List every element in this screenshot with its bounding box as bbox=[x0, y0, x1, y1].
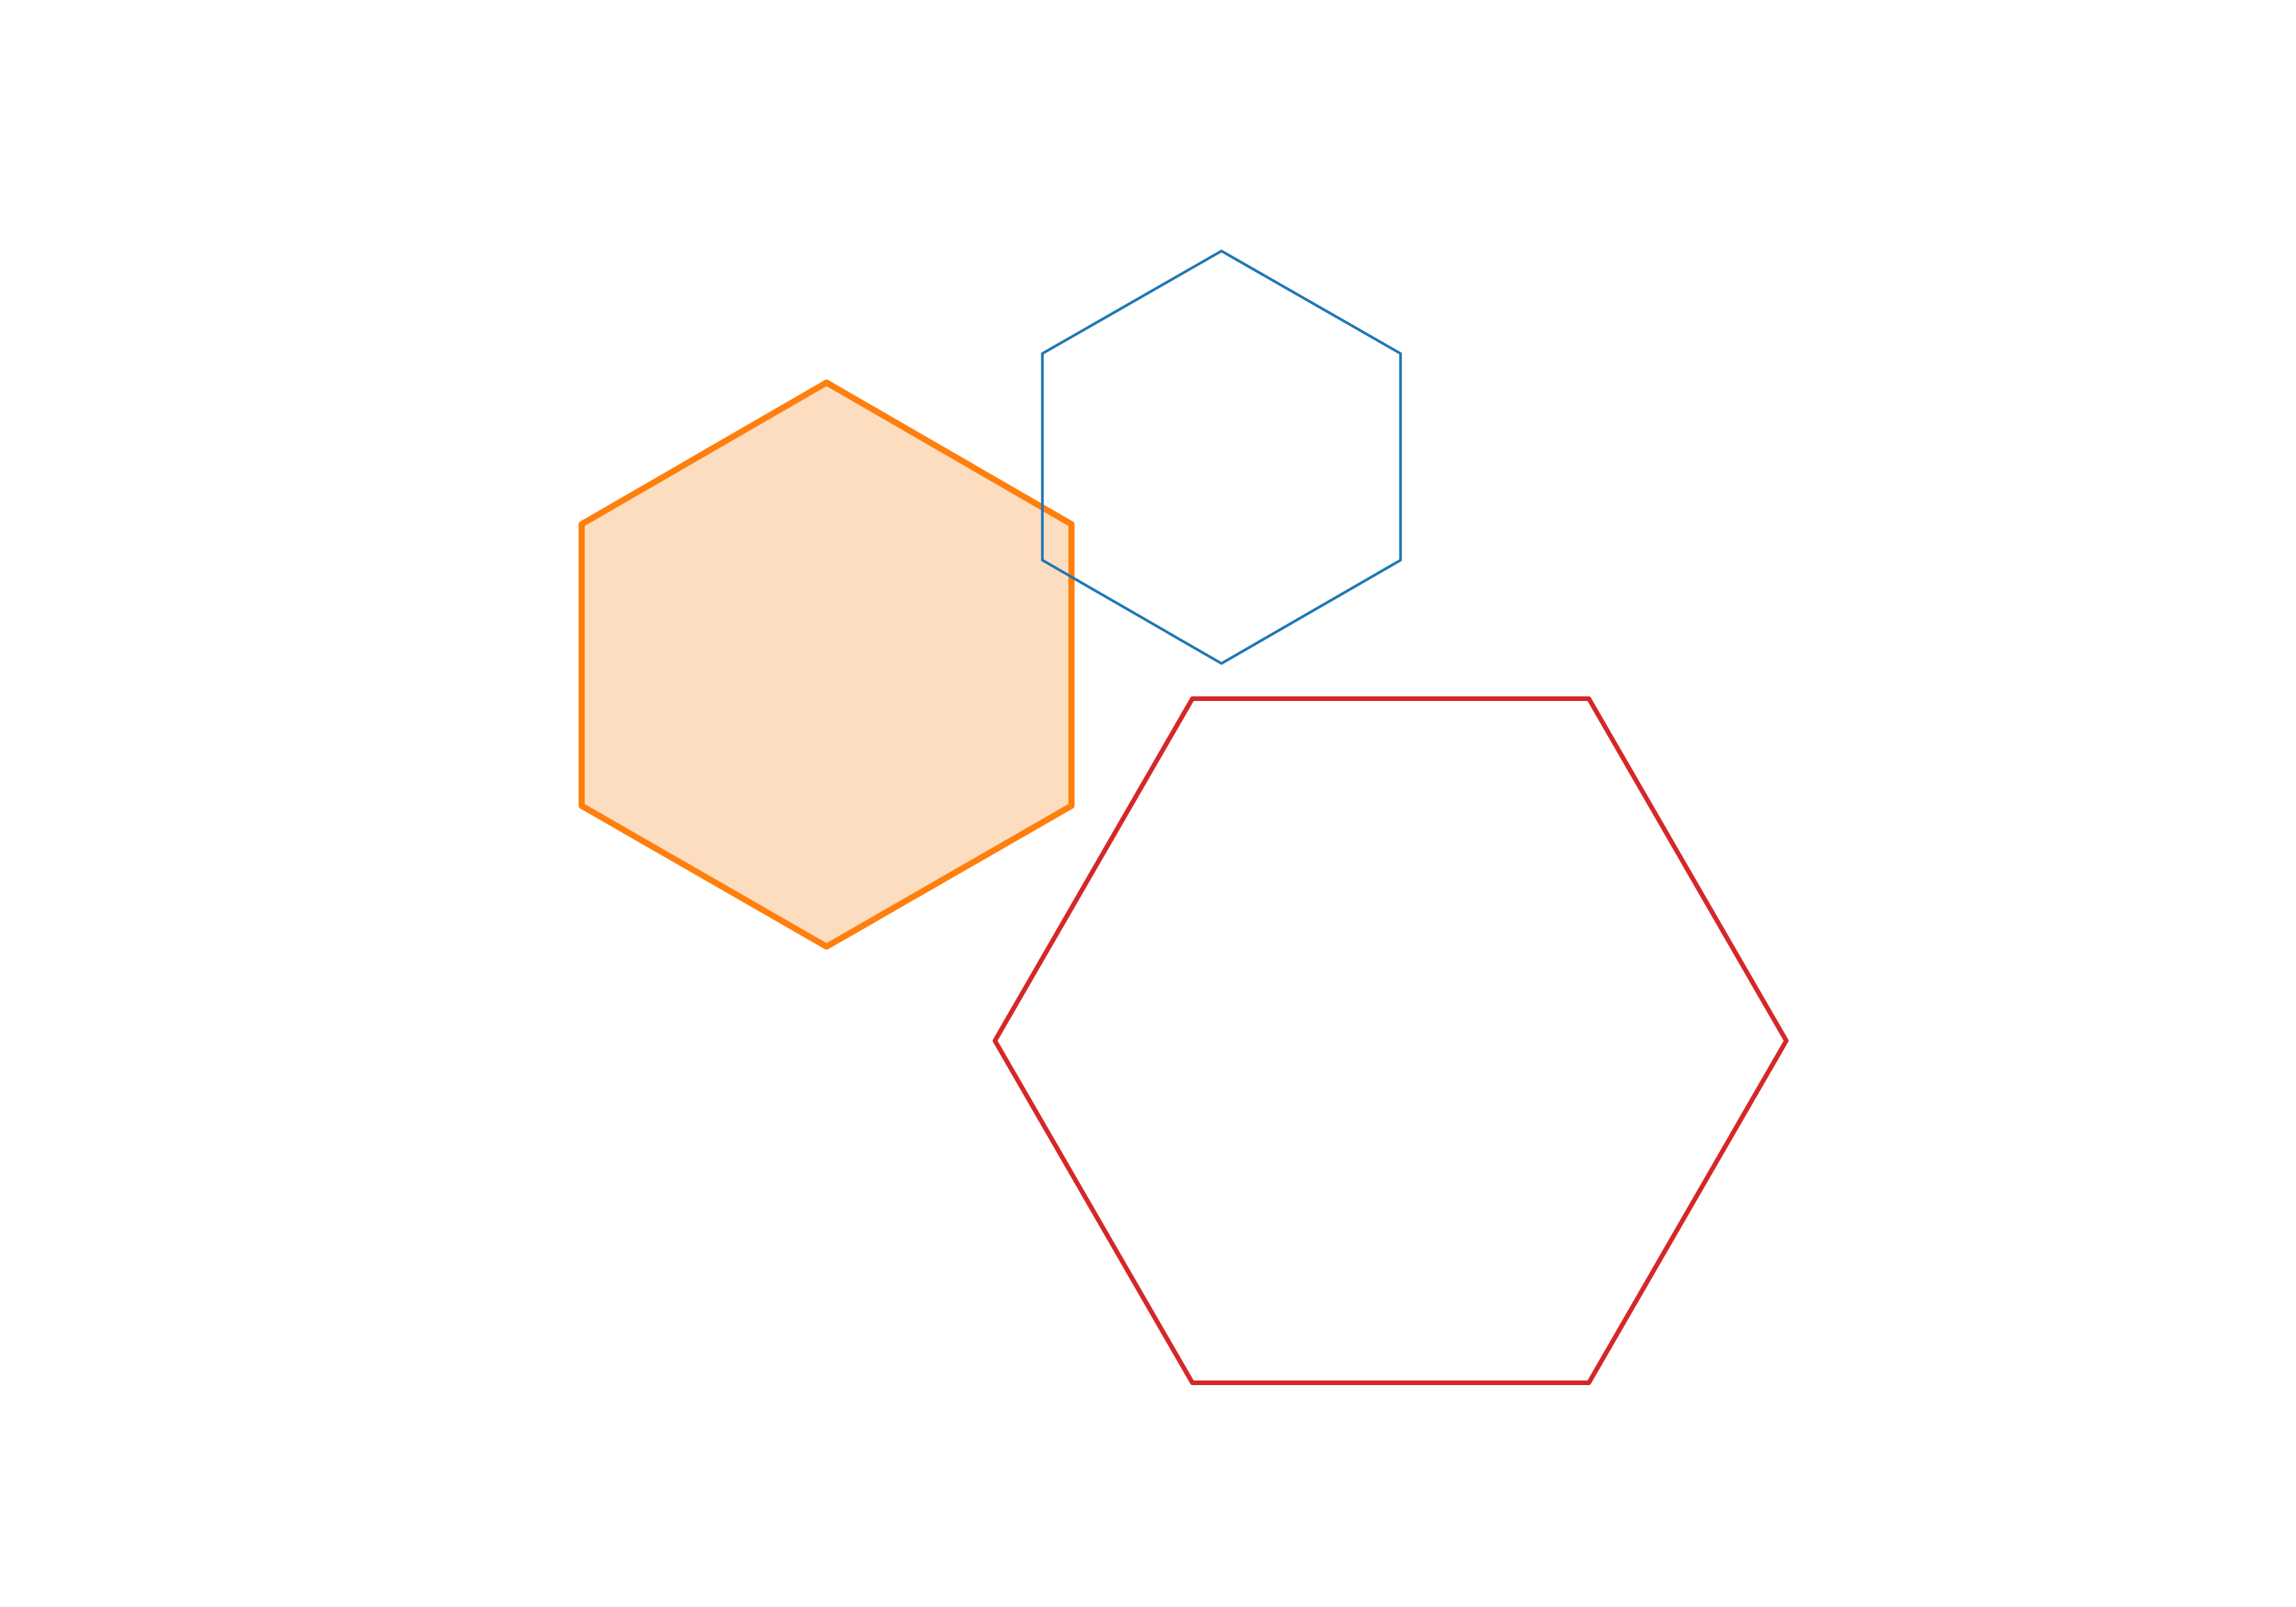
orange-filled-hexagon bbox=[579, 380, 1075, 950]
red-outline-hexagon bbox=[993, 696, 1789, 1385]
blue-outline-hexagon bbox=[1041, 249, 1402, 665]
